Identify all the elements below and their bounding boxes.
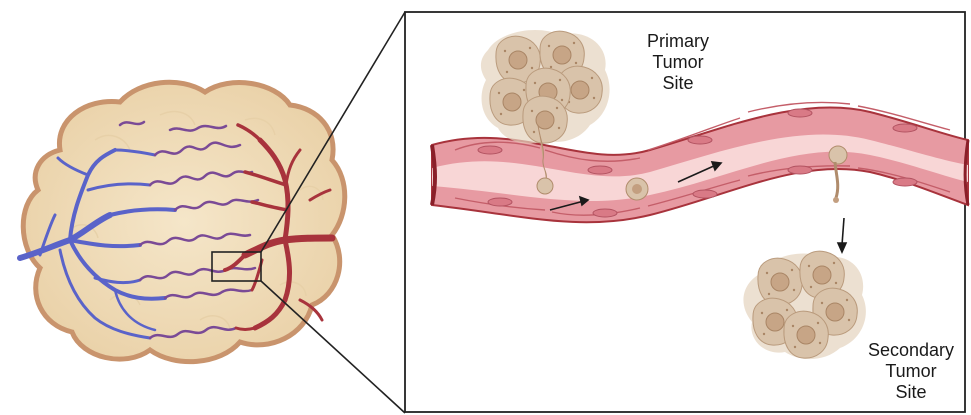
secondary-tumor-site-label: Secondary Tumor Site [852, 340, 970, 403]
secondary-label-line-2: Tumor [852, 361, 970, 382]
secondary-label-line-1: Secondary [852, 340, 970, 361]
primary-label-line-3: Site [618, 73, 738, 94]
primary-label-line-1: Primary [618, 31, 738, 52]
circulating-tumor-cell-icon [626, 178, 648, 200]
secondary-label-line-3: Site [852, 382, 970, 403]
primary-label-line-2: Tumor [618, 52, 738, 73]
secondary-tumor-cluster-icon [743, 251, 865, 359]
primary-tumor-site-label: Primary Tumor Site [618, 31, 738, 94]
